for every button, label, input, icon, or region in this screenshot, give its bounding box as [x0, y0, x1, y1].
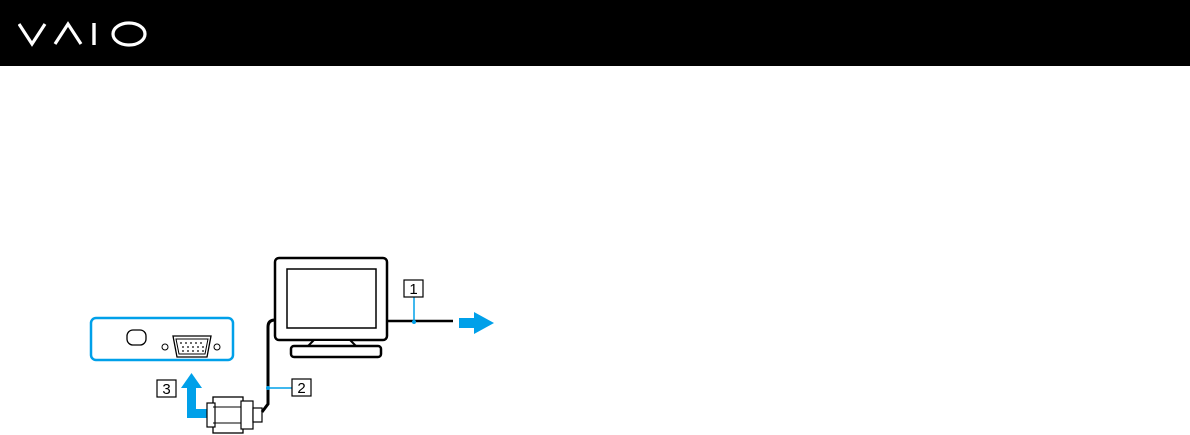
- callout-2-label: 2: [297, 380, 305, 397]
- computer-port-panel: [91, 318, 233, 360]
- power-arrow-icon: [459, 312, 494, 334]
- vga-plug-icon: [207, 397, 262, 433]
- callout-2: 2: [266, 379, 311, 397]
- callout-3-label: 3: [162, 381, 170, 398]
- callout-1-label: 1: [409, 281, 417, 298]
- callout-1: 1: [404, 280, 423, 324]
- callout-3: 3: [157, 380, 176, 398]
- monitor-icon: [275, 258, 387, 357]
